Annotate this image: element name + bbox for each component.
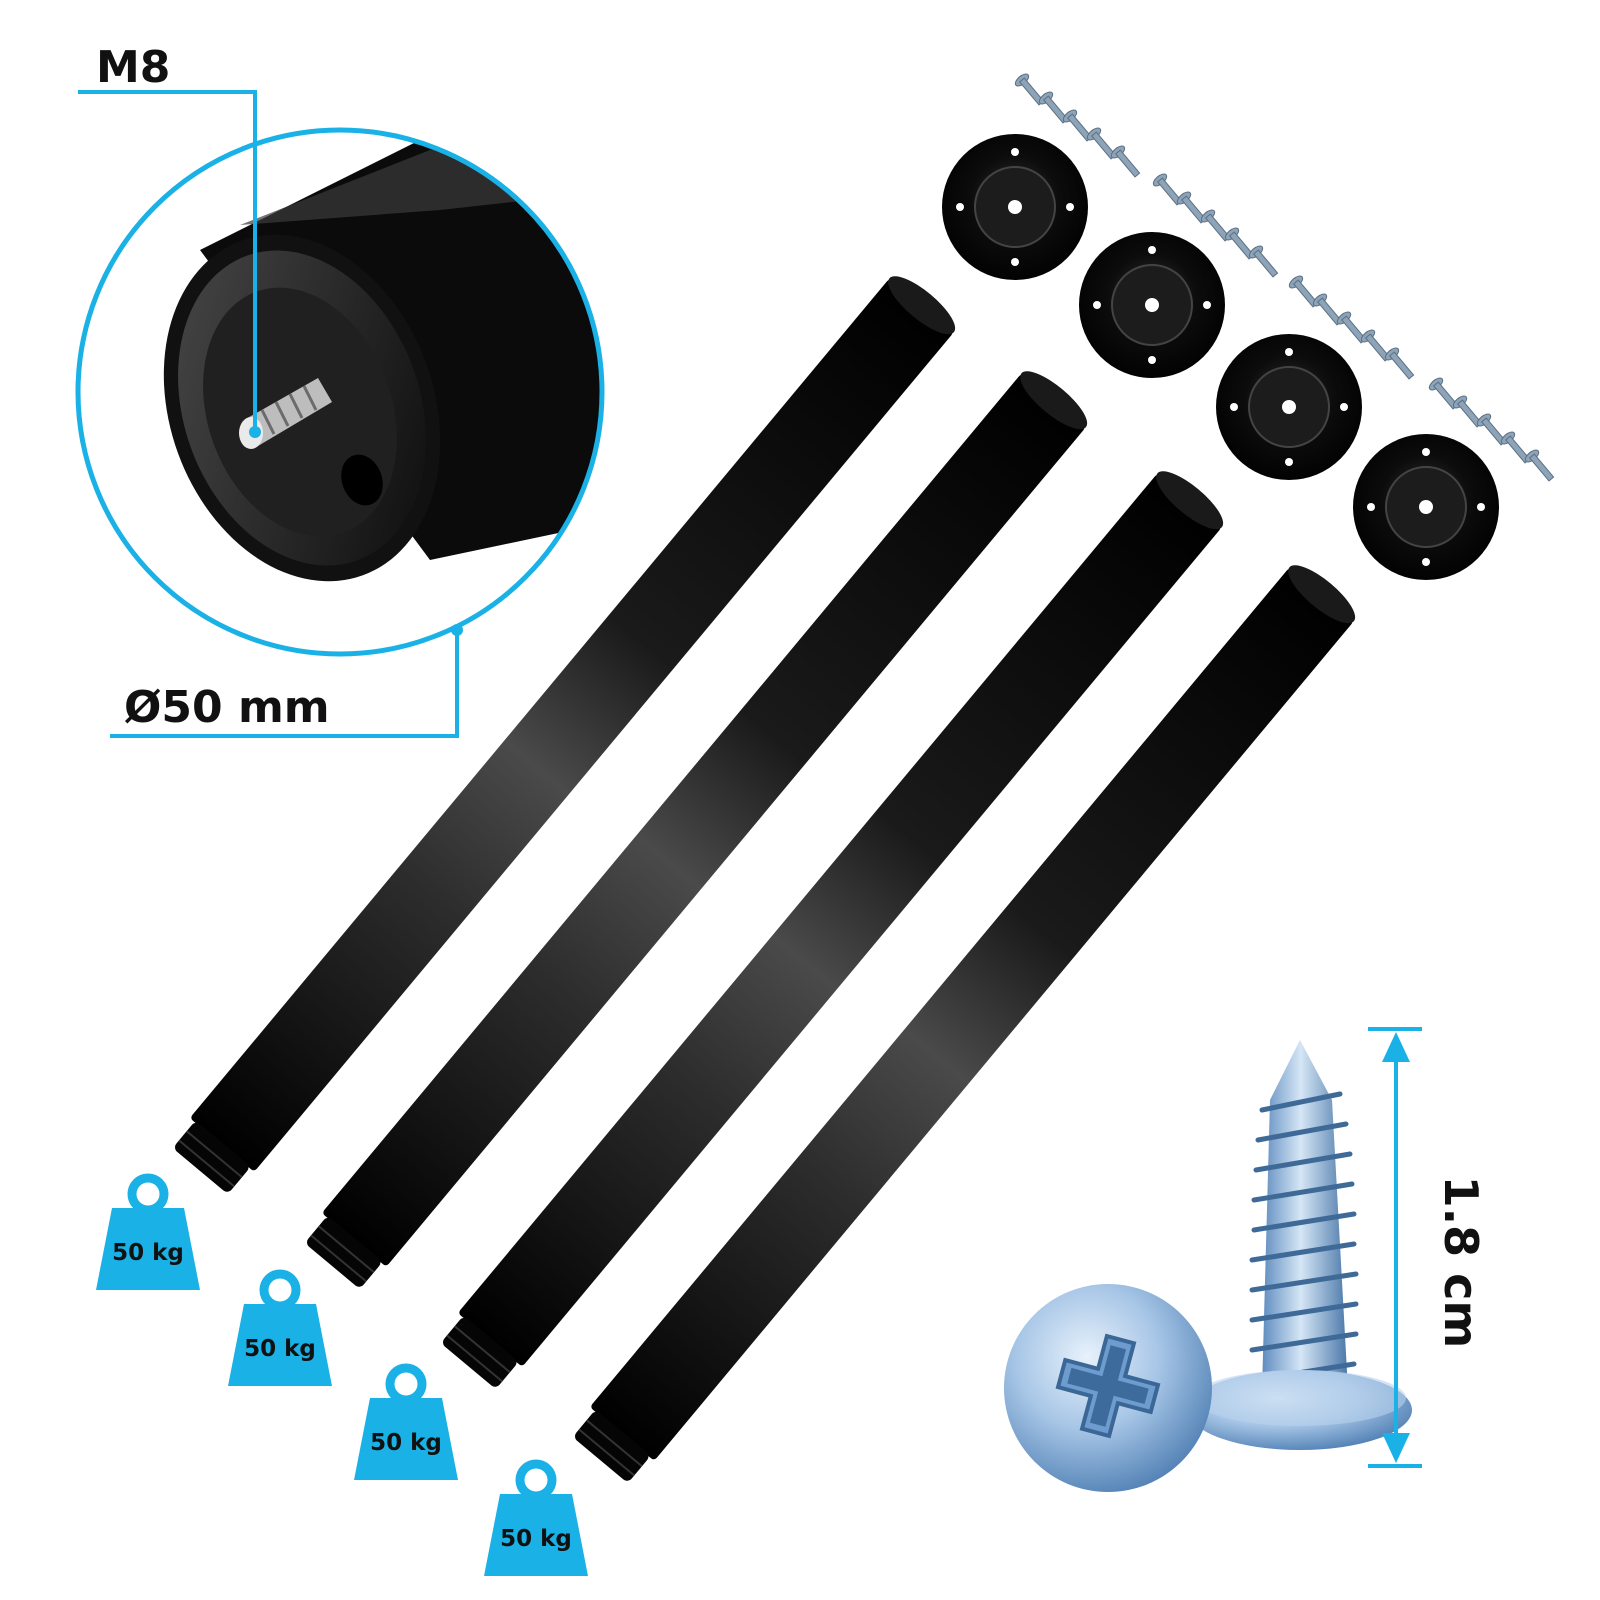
screw-length-dimension [1368,1027,1422,1468]
weight-label: 50 kg [112,1240,184,1266]
weight-icon: 50 kg [96,1173,200,1290]
screw-icon [1288,275,1319,308]
thread-label: M8 [96,42,170,93]
weight-label: 50 kg [370,1430,442,1456]
callout-dot-thread [249,426,261,438]
screw-icon [1524,449,1555,482]
mounting-plate-icon [1216,334,1362,480]
screw-icon [1312,293,1343,326]
mounting-plate-icon [942,134,1088,280]
weight-label: 50 kg [244,1336,316,1362]
mounting-plate-icon [1079,232,1225,378]
large-screw-head [1004,1284,1212,1492]
table-leg [175,276,956,1192]
arrow-up-icon [1382,1032,1410,1062]
table-leg [575,565,1356,1481]
screw-length-label: 1.8 cm [1434,1176,1488,1349]
screw-icon [1110,145,1141,178]
screw-icon [1500,431,1531,464]
table-leg [443,471,1224,1387]
arrow-down-icon [1382,1433,1410,1463]
weight-icon: 50 kg [354,1363,458,1480]
mounting-plate-icon [1353,434,1499,580]
callout-lines [78,90,459,738]
small-screws [1014,73,1555,482]
large-screw-standing [1188,1040,1412,1450]
zoom-detail [75,127,605,657]
screw-icon [1038,91,1069,124]
table-leg [307,371,1088,1287]
weight-icon: 50 kg [484,1459,588,1576]
table-legs [175,276,1356,1481]
diameter-label: Ø50 mm [124,682,330,733]
weight-label: 50 kg [500,1526,572,1552]
weight-badges: 50 kg 50 kg 50 kg 50 kg [96,1173,588,1576]
screw-icon [1176,191,1207,224]
phillips-recess-icon [1055,1333,1161,1439]
callout-dot-diameter [451,624,463,636]
screw-icon [1248,245,1279,278]
screw-icon [1336,311,1367,344]
mounting-plates [942,134,1499,580]
screw-icon [1384,347,1415,380]
weight-icon: 50 kg [228,1269,332,1386]
